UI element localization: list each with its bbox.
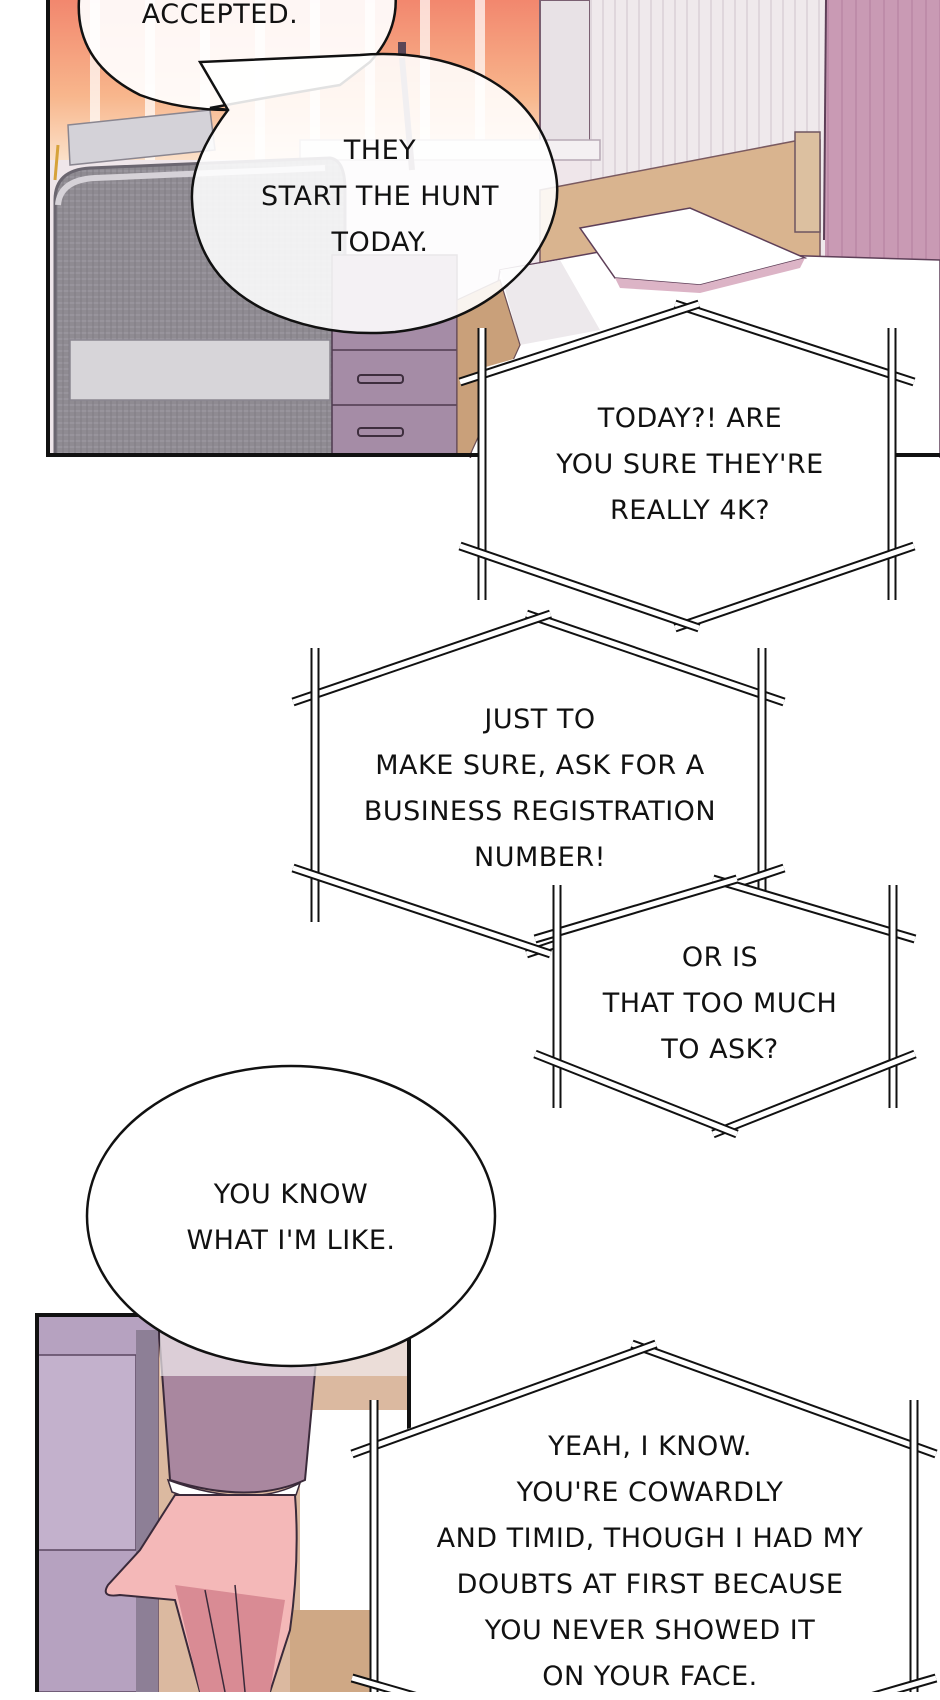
bubble-just-to: JUST TO MAKE SURE, ASK FOR A BUSINESS RE… <box>363 704 717 873</box>
bubble-accepted: ACCEPTED. <box>141 0 299 30</box>
hexagon-stick-inner <box>534 1051 738 1137</box>
hexagon-stick-inner <box>292 611 552 705</box>
hexagon-stick-inner <box>525 611 785 705</box>
bubble-yeah: YEAH, I KNOW. YOU'RE COWARDLY AND TIMID,… <box>436 1431 864 1692</box>
hexagon-stick-inner <box>459 301 700 385</box>
bubble-today: TODAY?! ARE YOU SURE THEY'RE REALLY 4K? <box>556 403 824 526</box>
hexagon-stick-inner <box>674 301 915 385</box>
hexagon-stick-inner <box>712 876 916 942</box>
bubble-you-know-shape <box>85 1064 497 1368</box>
bubble-yeah-shape <box>350 1339 938 1692</box>
hexagon-stick-inner <box>351 1341 657 1457</box>
hexagon-stick-inner <box>631 1341 937 1457</box>
hexagon-stick-inner <box>712 1051 916 1137</box>
hexagon-stick-inner <box>674 543 915 631</box>
bubble-hunt-shape <box>190 52 559 335</box>
bubble-today-shape <box>458 299 916 633</box>
bubble-or-is: OR IS THAT TOO MUCH TO ASK? <box>602 942 838 1065</box>
bubble-you-know: YOU KNOW WHAT I'M LIKE. <box>186 1179 396 1256</box>
hexagon-stick-inner <box>459 543 700 631</box>
bubble-hunt: THEY START THE HUNT TODAY. <box>260 135 500 258</box>
bubble-or-is-shape <box>533 874 917 1139</box>
hexagon-stick-inner <box>534 876 738 942</box>
hexagon-stick-inner <box>292 865 552 957</box>
